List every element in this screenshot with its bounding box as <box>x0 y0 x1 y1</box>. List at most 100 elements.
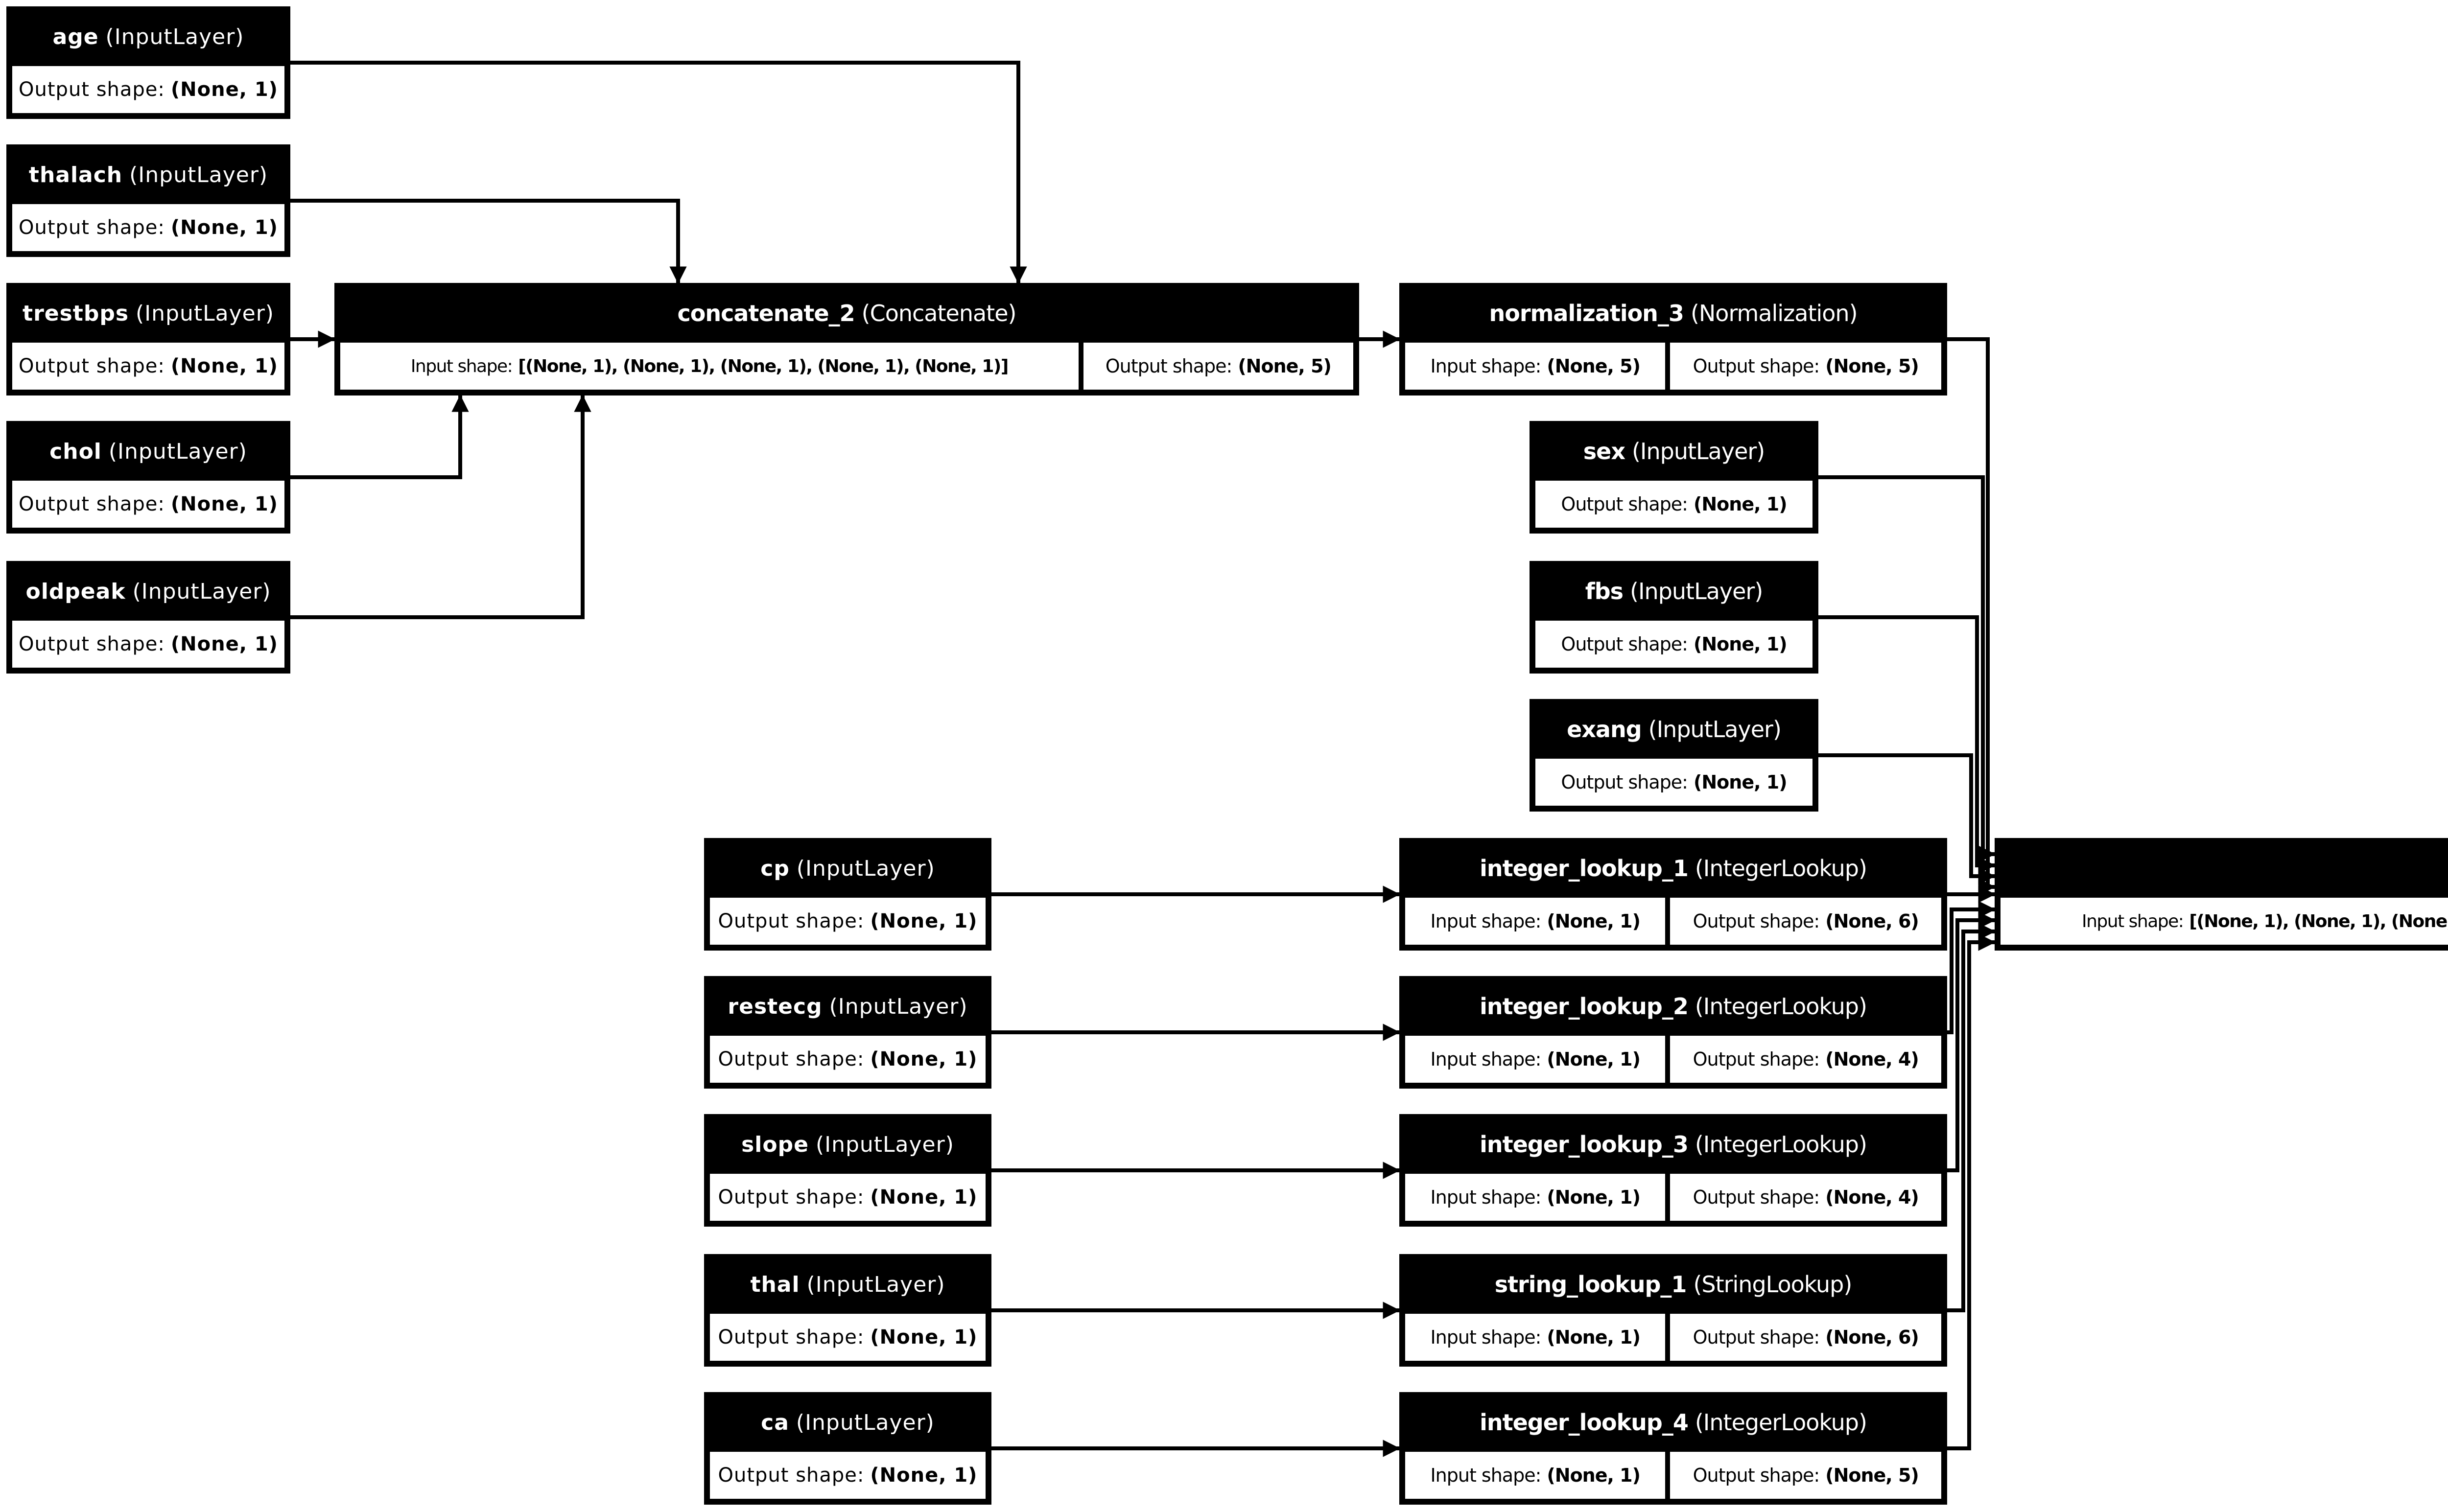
node-age-header: age (InputLayer) <box>10 10 287 64</box>
output-shape-label: Output shape: <box>1693 1186 1820 1208</box>
node-sex-cells: Output shape: (None, 1) <box>1533 478 1815 530</box>
layer-name: integer_lookup_4 <box>1480 1409 1689 1436</box>
output-shape-label: Output shape: <box>19 78 165 101</box>
node-chol-header: chol (InputLayer) <box>10 424 287 478</box>
node-concatenate_3-header: concatenate_3 (Concatenate) <box>1998 841 2448 895</box>
node-concatenate_2-cells: Input shape: [(None, 1), (None, 1), (Non… <box>338 340 1356 392</box>
layer-name: restecg <box>728 994 823 1019</box>
output-shape-cell: Output shape: (None, 5) <box>1668 1449 1944 1501</box>
layer-name: trestbps <box>23 301 129 326</box>
output-shape-cell: Output shape: (None, 5) <box>1668 340 1944 392</box>
input-shape-label: Input shape: <box>1430 1326 1541 1348</box>
output-shape-cell: Output shape: (None, 4) <box>1668 1033 1944 1085</box>
node-thal-header: thal (InputLayer) <box>707 1257 988 1311</box>
output-shape-value: (None, 1) <box>170 216 278 239</box>
layer-class: (InputLayer) <box>105 24 244 49</box>
output-shape-value: (None, 4) <box>1825 1186 1919 1208</box>
output-shape-cell: Output shape: (None, 1) <box>707 1171 988 1223</box>
output-shape-label: Output shape: <box>718 1048 865 1070</box>
output-shape-label: Output shape: <box>718 1186 865 1209</box>
output-shape-cell: Output shape: (None, 5) <box>1081 340 1356 392</box>
layer-class: (InputLayer) <box>815 1132 954 1157</box>
layer-class: (IntegerLookup) <box>1695 1409 1867 1436</box>
input-shape-value: (None, 1) <box>1547 1186 1641 1208</box>
node-ca-header: ca (InputLayer) <box>707 1396 988 1449</box>
edge-integer_lookup_2-to-concatenate_3 <box>1947 901 1996 1034</box>
layer-class: (Normalization) <box>1690 300 1858 326</box>
input-shape-label: Input shape: <box>1430 910 1541 932</box>
layer-name: age <box>52 24 99 49</box>
node-integer_lookup_4: integer_lookup_4 (IntegerLookup) Input s… <box>1399 1392 1947 1505</box>
layer-name: thalach <box>28 162 123 187</box>
layer-name: ca <box>761 1410 789 1435</box>
node-sex: sex (InputLayer) Output shape: (None, 1) <box>1530 421 1818 534</box>
input-shape-cell: Input shape: (None, 1) <box>1403 1171 1668 1223</box>
input-shape-value: (None, 1) <box>1547 1326 1641 1348</box>
node-cp-header: cp (InputLayer) <box>707 841 988 895</box>
edge-integer_lookup_4-to-concatenate_3 <box>1947 933 1996 1450</box>
output-shape-label: Output shape: <box>19 493 165 515</box>
node-integer_lookup_4-header: integer_lookup_4 (IntegerLookup) <box>1403 1396 1944 1449</box>
edge-oldpeak-to-concatenate_2 <box>290 395 591 619</box>
input-shape-label: Input shape: <box>2082 911 2184 931</box>
layer-class: (InputLayer) <box>1630 578 1763 605</box>
layer-name: integer_lookup_3 <box>1480 1131 1689 1158</box>
node-age-cells: Output shape: (None, 1) <box>10 64 287 116</box>
node-thalach-cells: Output shape: (None, 1) <box>10 202 287 254</box>
input-shape-cell: Input shape: (None, 1) <box>1403 1449 1668 1501</box>
node-ca-cells: Output shape: (None, 1) <box>707 1449 988 1501</box>
layer-name: sex <box>1583 438 1625 465</box>
layer-class: (IntegerLookup) <box>1695 1131 1867 1158</box>
layer-class: (InputLayer) <box>829 994 968 1019</box>
node-concatenate_3: concatenate_3 (Concatenate) Input shape:… <box>1995 838 2448 951</box>
node-sex-header: sex (InputLayer) <box>1533 424 1815 478</box>
output-shape-cell: Output shape: (None, 6) <box>1668 1311 1944 1363</box>
output-shape-label: Output shape: <box>1561 493 1688 515</box>
input-shape-cell: Input shape: (None, 1) <box>1403 895 1668 947</box>
node-oldpeak-header: oldpeak (InputLayer) <box>10 564 287 618</box>
node-trestbps: trestbps (InputLayer) Output shape: (Non… <box>6 283 290 395</box>
output-shape-cell: Output shape: (None, 1) <box>1533 618 1815 670</box>
edge-string_lookup_1-to-concatenate_3 <box>1947 923 1996 1312</box>
node-integer_lookup_3-cells: Input shape: (None, 1) Output shape: (No… <box>1403 1171 1944 1223</box>
node-integer_lookup_2-header: integer_lookup_2 (IntegerLookup) <box>1403 979 1944 1033</box>
node-thalach-header: thalach (InputLayer) <box>10 148 287 202</box>
output-shape-label: Output shape: <box>1561 771 1688 793</box>
output-shape-label: Output shape: <box>1693 910 1820 932</box>
edge-thalach-to-concatenate_2 <box>290 199 687 284</box>
input-shape-cell: Input shape: [(None, 1), (None, 1), (Non… <box>1998 895 2448 947</box>
node-string_lookup_1-cells: Input shape: (None, 1) Output shape: (No… <box>1403 1311 1944 1363</box>
output-shape-value: (None, 1) <box>870 910 978 932</box>
layer-name: slope <box>741 1132 809 1157</box>
node-oldpeak: oldpeak (InputLayer) Output shape: (None… <box>6 561 290 674</box>
output-shape-label: Output shape: <box>1693 1048 1820 1070</box>
output-shape-label: Output shape: <box>718 1464 865 1487</box>
node-exang-cells: Output shape: (None, 1) <box>1533 756 1815 808</box>
output-shape-cell: Output shape: (None, 4) <box>1668 1171 1944 1223</box>
output-shape-value: (None, 1) <box>170 355 278 377</box>
edge-fbs-to-concatenate_3 <box>1818 615 1996 874</box>
layer-class: (InputLayer) <box>132 579 271 604</box>
layer-name: oldpeak <box>25 579 126 604</box>
node-slope: slope (InputLayer) Output shape: (None, … <box>704 1114 991 1227</box>
node-restecg-header: restecg (InputLayer) <box>707 979 988 1033</box>
node-exang: exang (InputLayer) Output shape: (None, … <box>1530 699 1818 812</box>
output-shape-label: Output shape: <box>1105 355 1233 377</box>
output-shape-value: (None, 6) <box>1825 910 1919 932</box>
output-shape-value: (None, 1) <box>1693 771 1788 793</box>
layer-class: (InputLayer) <box>796 1410 935 1435</box>
node-concatenate_3-cells: Input shape: [(None, 1), (None, 1), (Non… <box>1998 895 2448 947</box>
node-thal: thal (InputLayer) Output shape: (None, 1… <box>704 1254 991 1367</box>
input-shape-label: Input shape: <box>1430 1186 1541 1208</box>
node-fbs-header: fbs (InputLayer) <box>1533 564 1815 618</box>
layer-name: cp <box>760 856 790 881</box>
node-cp: cp (InputLayer) Output shape: (None, 1) <box>704 838 991 951</box>
output-shape-label: Output shape: <box>1693 1326 1820 1348</box>
node-integer_lookup_1-cells: Input shape: (None, 1) Output shape: (No… <box>1403 895 1944 947</box>
output-shape-label: Output shape: <box>1561 633 1688 655</box>
node-normalization_3-cells: Input shape: (None, 5) Output shape: (No… <box>1403 340 1944 392</box>
output-shape-label: Output shape: <box>19 633 165 655</box>
layer-name: exang <box>1567 716 1642 743</box>
layer-name: string_lookup_1 <box>1494 1271 1687 1298</box>
input-shape-value: (None, 1) <box>1547 910 1641 932</box>
